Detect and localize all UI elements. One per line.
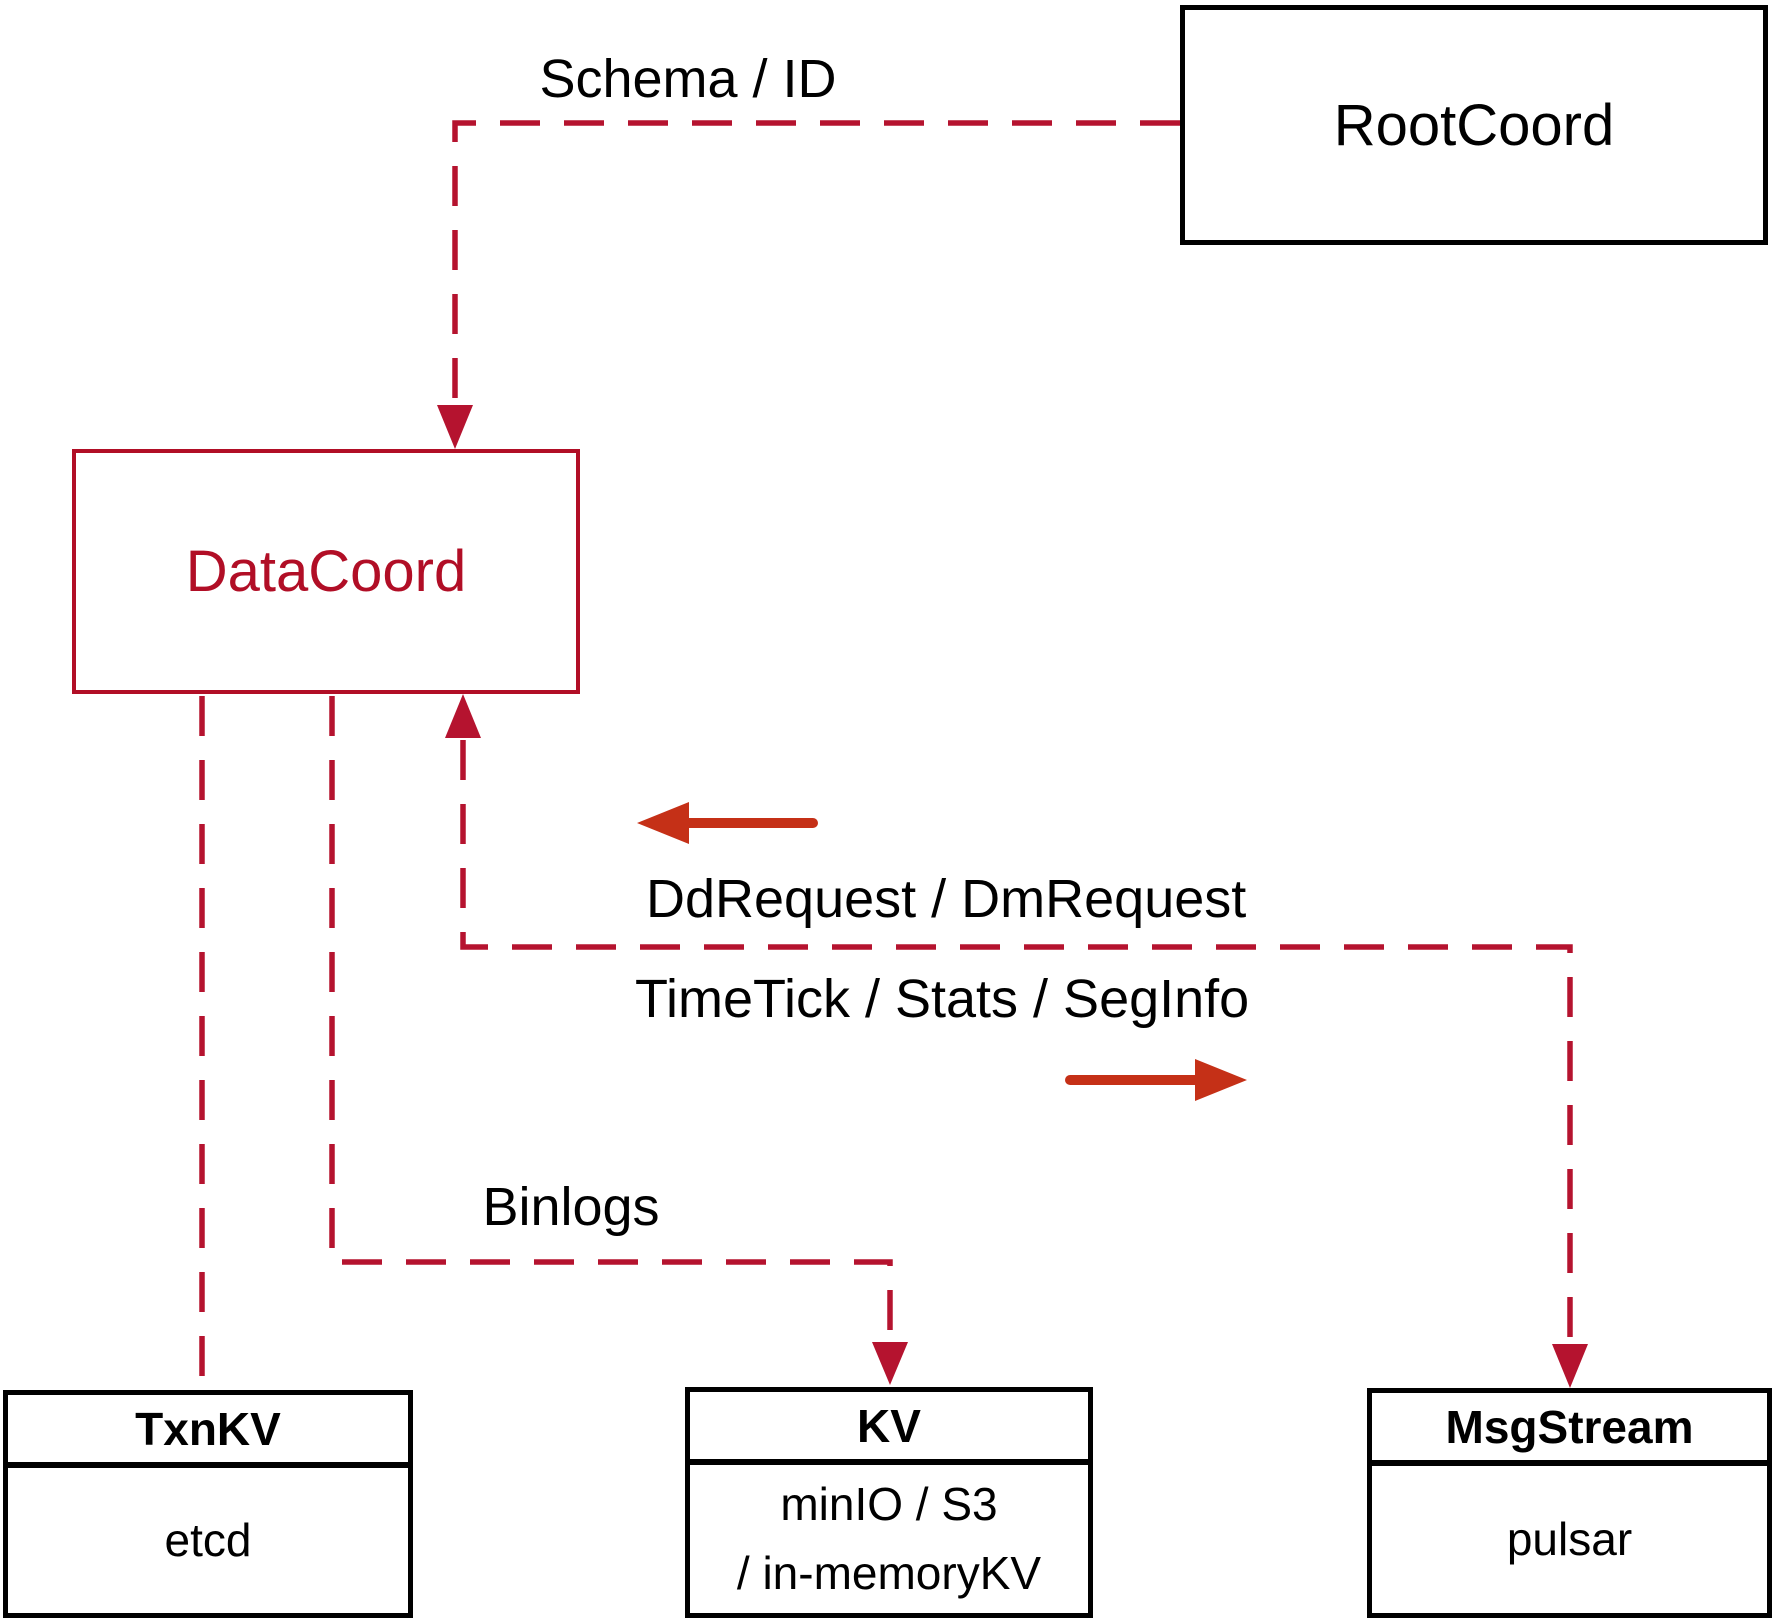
node-kv: KV minIO / S3 / in-memoryKV [685,1387,1093,1618]
right-direction-arrow-icon [1195,1059,1247,1101]
edge-binlogs-line [329,696,893,1340]
txnkv-body: etcd [8,1468,408,1613]
edge-label-ddrequest-dmrequest: DdRequest / DmRequest [646,869,1247,929]
arrowhead-into-datacoord-top-icon [437,405,473,449]
msgstream-body: pulsar [1372,1466,1767,1613]
left-direction-arrow-icon [637,802,689,844]
edge-label-timetick-stats-seginfo: TimeTick / Stats / SegInfo [635,969,1250,1029]
node-rootcoord: RootCoord [1180,5,1768,245]
edge-label-binlogs: Binlogs [482,1177,660,1237]
arrowhead-into-kv-top-icon [872,1342,908,1385]
node-txnkv: TxnKV etcd [3,1390,413,1618]
msgstream-body-text: pulsar [1506,1513,1633,1565]
edge-datacoord-msgstream-line [460,740,1573,1342]
node-datacoord: DataCoord [72,449,580,694]
rootcoord-label: RootCoord [1333,92,1615,158]
arrowhead-into-datacoord-bottom-icon [445,694,481,738]
edge-label-schema-id: Schema / ID [539,49,837,109]
node-msgstream: MsgStream pulsar [1367,1388,1772,1618]
msgstream-title: MsgStream [1372,1393,1767,1466]
kv-body-line2: / in-memoryKV [736,1547,1042,1599]
kv-title: KV [690,1392,1088,1465]
kv-body-line1: minIO / S3 [780,1478,998,1530]
arrowhead-into-msgstream-top-icon [1552,1344,1588,1388]
txnkv-title: TxnKV [8,1395,408,1468]
kv-body: minIO / S3 / in-memoryKV [690,1465,1088,1613]
datacoord-label: DataCoord [185,539,467,604]
edge-schema-id-line [452,120,1180,403]
txnkv-body-text: etcd [164,1514,252,1566]
